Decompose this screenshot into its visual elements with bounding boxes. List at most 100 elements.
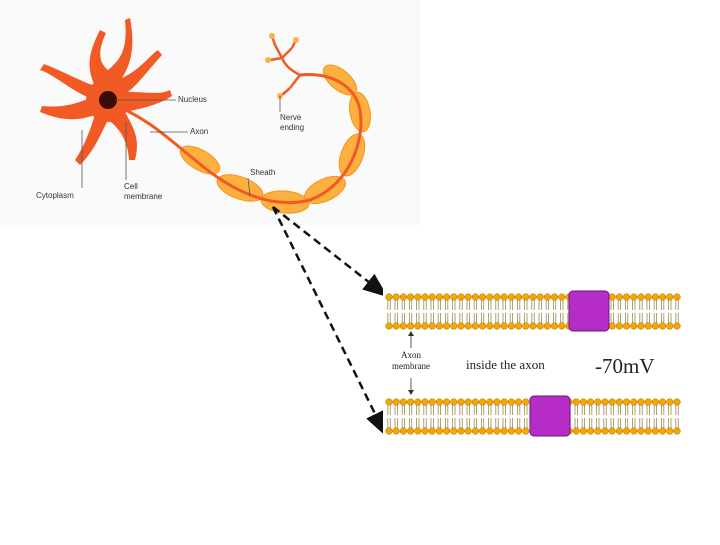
lipid-head (450, 427, 458, 435)
lipid-head (428, 293, 436, 301)
nucleus-label: Nucleus (178, 95, 207, 104)
lipid-head (666, 427, 674, 435)
lipid-head (637, 427, 645, 435)
lipid-head (507, 293, 515, 301)
lipid-head (428, 427, 436, 435)
lipid-head (601, 398, 609, 406)
lipid-head (443, 427, 451, 435)
lipid-head (507, 398, 515, 406)
ion-channel-bottom (529, 395, 571, 437)
lipid-head (385, 427, 393, 435)
lipid-head (651, 293, 659, 301)
lipid-head (443, 322, 451, 330)
pointer-arrow-up (408, 331, 414, 336)
nucleus (99, 91, 117, 109)
lipid-head (399, 427, 407, 435)
lipid-head (615, 398, 623, 406)
lipid-head (630, 293, 638, 301)
lipid-head (543, 293, 551, 301)
lipid-head (623, 322, 631, 330)
lipid-head (399, 293, 407, 301)
lipid-head (594, 427, 602, 435)
lipid-head (608, 427, 616, 435)
lipid-head (529, 293, 537, 301)
lipid-head (536, 322, 544, 330)
lipid-head (457, 398, 465, 406)
lipid-head (673, 398, 681, 406)
lipid-head (623, 293, 631, 301)
lipid-head (558, 322, 566, 330)
lipid-head (471, 293, 479, 301)
lipid-head (486, 398, 494, 406)
lipid-head (515, 322, 523, 330)
lipid-head (428, 322, 436, 330)
lipid-head (522, 427, 530, 435)
lipid-head (479, 322, 487, 330)
cytoplasm-label: Cytoplasm (36, 191, 74, 200)
lipid-head (579, 427, 587, 435)
sheath-label: Sheath (250, 168, 275, 177)
inside-axon-label: inside the axon (466, 357, 545, 372)
lipid-head (630, 427, 638, 435)
lipid-head (399, 322, 407, 330)
lipid-head (623, 398, 631, 406)
lipid-head (651, 322, 659, 330)
lipid-head (536, 293, 544, 301)
lipid-head (414, 322, 422, 330)
lipid-head (479, 398, 487, 406)
lipid-head (659, 322, 667, 330)
lipid-head (608, 398, 616, 406)
lipid-head (421, 427, 429, 435)
lipid-head (407, 398, 415, 406)
lipid-head (551, 322, 559, 330)
zoom-arrows (271, 206, 388, 437)
nerve-ending-label-line1: Nerve (280, 113, 302, 122)
lipid-head (407, 293, 415, 301)
lipid-head (392, 322, 400, 330)
lipid-head (435, 322, 443, 330)
lipid-head (407, 322, 415, 330)
lipid-head (637, 322, 645, 330)
lipid-head (572, 427, 580, 435)
lipid-head (479, 427, 487, 435)
lipid-head (594, 398, 602, 406)
lipid-head (659, 398, 667, 406)
lipid-head (587, 398, 595, 406)
cell-membrane-label-line1: Cell (124, 182, 138, 191)
lipid-head (464, 293, 472, 301)
lipid-head (615, 322, 623, 330)
lipid-head (493, 293, 501, 301)
lipid-head (443, 293, 451, 301)
axon-membrane-label-line2: membrane (392, 361, 430, 371)
lipid-head (385, 293, 393, 301)
lipid-head (522, 293, 530, 301)
lipid-head (500, 398, 508, 406)
lipid-head (457, 293, 465, 301)
lipid-head (500, 293, 508, 301)
leader-lines (81, 96, 281, 197)
lipid-head (385, 322, 393, 330)
lipid-head (435, 427, 443, 435)
lipid-head (486, 322, 494, 330)
lipid-head (644, 293, 652, 301)
lipid-head (673, 293, 681, 301)
lipid-head (558, 293, 566, 301)
lipid-head (651, 398, 659, 406)
lipid-head (450, 322, 458, 330)
lipid-head (659, 427, 667, 435)
lipid-head (522, 322, 530, 330)
lipid-head (507, 427, 515, 435)
lipid-head (630, 398, 638, 406)
lipid-head (572, 398, 580, 406)
lipid-head (471, 322, 479, 330)
lipid-head (659, 293, 667, 301)
lipid-head (515, 398, 523, 406)
membrane-voltage: -70mV (595, 354, 655, 378)
lipid-head (450, 398, 458, 406)
lipid-head (414, 427, 422, 435)
lipid-head (435, 398, 443, 406)
lipid-head (637, 293, 645, 301)
lipid-head (644, 322, 652, 330)
axon-line (114, 73, 363, 205)
lipid-head (615, 427, 623, 435)
